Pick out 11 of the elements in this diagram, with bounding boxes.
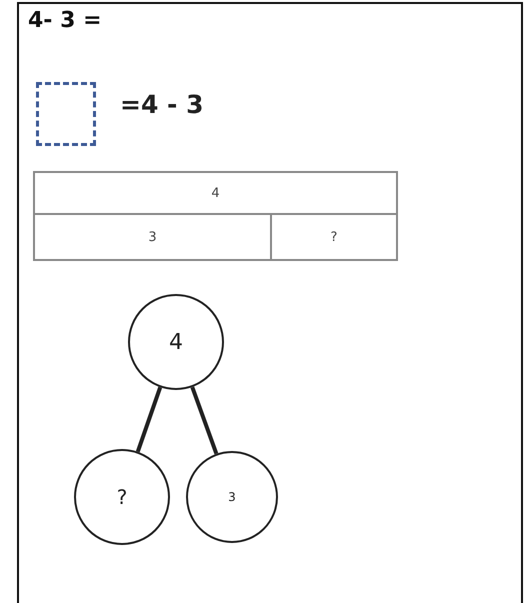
connector-line xyxy=(136,386,162,452)
bar-model-cell: ? xyxy=(270,213,398,261)
equation-text: =4 - 3 xyxy=(120,90,204,119)
bar-model-cell: 3 xyxy=(33,213,272,261)
node-text: 3 xyxy=(228,490,236,504)
connector-line xyxy=(190,386,218,454)
equation-title: 4- 3 = xyxy=(28,8,102,33)
node-text: 4 xyxy=(169,330,183,354)
answer-box xyxy=(36,82,96,146)
node-text: ? xyxy=(116,485,128,509)
bar-model-cell: 4 xyxy=(33,171,398,215)
